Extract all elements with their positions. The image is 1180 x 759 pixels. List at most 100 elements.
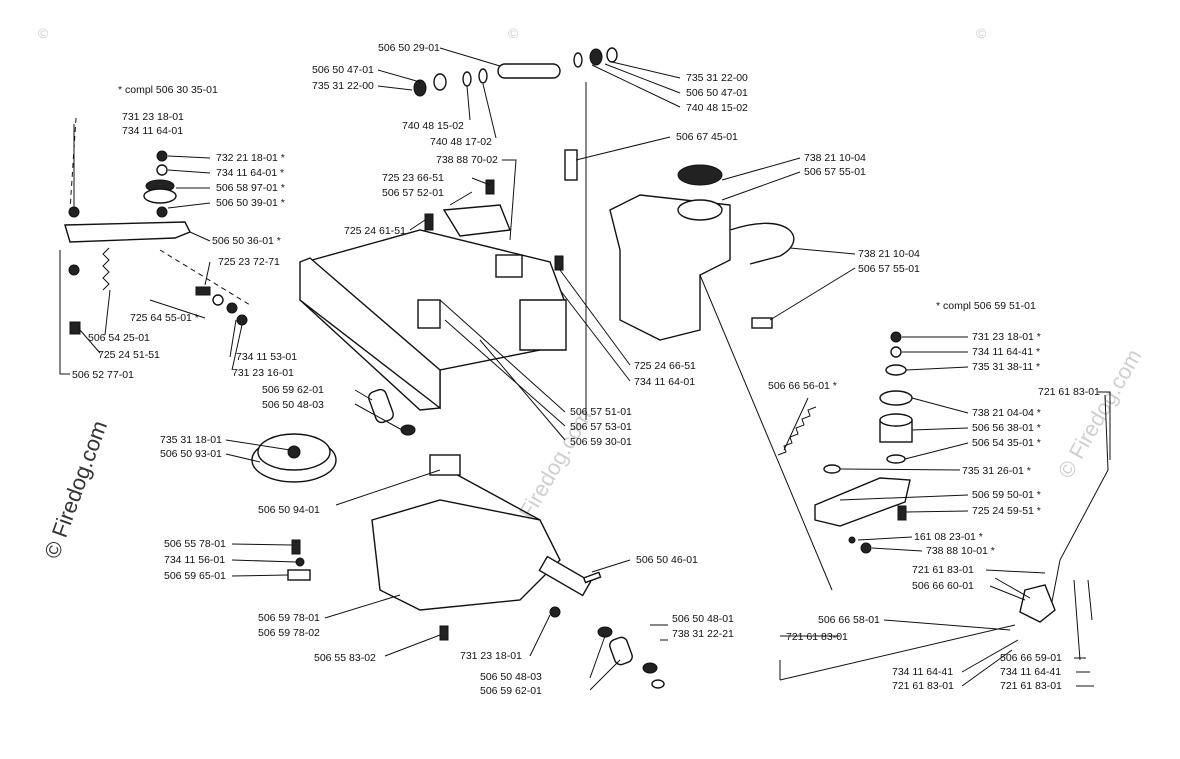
hex-bolt-icon [69, 321, 81, 335]
part-label: 506 50 93-01 [160, 448, 222, 460]
washer-icon [68, 264, 80, 276]
part-label: 506 66 60-01 [912, 580, 974, 592]
washer-icon [573, 52, 583, 68]
pulley-part [879, 413, 913, 427]
part-label: 506 50 36-01 * [212, 235, 281, 247]
part-label: 725 24 61-51 [344, 225, 406, 237]
washer-icon [597, 626, 613, 638]
coupling-part [429, 454, 461, 476]
hex-nut-icon [860, 542, 872, 554]
part-label: 740 48 17-02 [430, 136, 492, 148]
bracket-part [442, 204, 511, 237]
watermark-copyright-2: © [508, 25, 519, 41]
dashed-guide [69, 117, 77, 211]
pulley-icon [143, 188, 177, 204]
part-label: 506 57 53-01 [570, 421, 632, 433]
part-label: 734 11 64-41 [1000, 666, 1061, 678]
washer-icon [823, 464, 841, 474]
washer-icon [848, 536, 856, 544]
part-label: 721 61 83-01 [1038, 386, 1100, 398]
hex-bolt-icon [195, 286, 211, 296]
part-label: 506 59 65-01 [164, 570, 226, 582]
part-label: 506 59 30-01 [570, 436, 632, 448]
part-label: 734 11 64-01 [634, 376, 695, 388]
part-label: 725 64 55-01 * [130, 312, 199, 324]
part-label: 738 88 70-02 [436, 154, 498, 166]
part-label: 506 50 48-03 [262, 399, 324, 411]
part-label: 725 24 59-51 * [972, 505, 1041, 517]
part-label: 506 54 25-01 [88, 332, 150, 344]
washer-icon [478, 68, 488, 84]
part-label: 506 66 58-01 [818, 614, 880, 626]
part-label: 506 67 45-01 [676, 131, 738, 143]
block-part [495, 254, 523, 278]
pin-part [1087, 579, 1093, 621]
bearing-part [879, 390, 913, 406]
part-label: 506 59 78-01 [258, 612, 320, 624]
lever-arm-part [64, 221, 191, 243]
clip-part [751, 317, 773, 329]
part-label: 506 57 51-01 [570, 406, 632, 418]
frame-block [519, 299, 567, 351]
part-label: 731 23 18-01 [122, 111, 184, 123]
watermark-copyright-3: © [976, 25, 987, 41]
washer-icon [156, 206, 168, 218]
watermark-vertical-left: © Firedog.com [39, 417, 112, 561]
part-label: 506 54 35-01 * [972, 437, 1041, 449]
part-label: 161 08 23-01 * [914, 531, 983, 543]
clip-part [287, 569, 311, 581]
rod-part [1049, 394, 1109, 613]
part-label: 731 23 18-01 [460, 650, 522, 662]
part-label: 506 57 55-01 [804, 166, 866, 178]
part-label: 734 11 64-01 * [216, 167, 284, 179]
spacer-part [609, 636, 633, 666]
watermark-vertical-right: © Firedog.com [1053, 345, 1147, 483]
part-label: 738 88 10-01 * [926, 545, 995, 557]
part-label: 735 31 38-11 * [972, 361, 1040, 373]
washer-icon [642, 662, 658, 674]
part-label: 734 11 56-01 [164, 554, 225, 566]
washer-icon [462, 71, 472, 87]
shaft-part [497, 63, 561, 79]
part-label: 506 52 77-01 [72, 369, 134, 381]
part-label: 506 59 78-02 [258, 627, 320, 639]
part-label: 506 59 62-01 [262, 384, 324, 396]
part-label: 506 58 97-01 * [216, 182, 285, 194]
left-lever-assembly [64, 117, 251, 335]
hex-bolt-icon [291, 539, 301, 555]
bearing-part [677, 164, 723, 186]
washer-icon [400, 424, 416, 436]
pin-part [994, 577, 1031, 599]
part-label: 734 11 64-41 [892, 666, 953, 678]
washer-icon [413, 79, 427, 97]
part-label: 725 23 72-71 [218, 256, 280, 268]
hex-bolt-icon [897, 505, 907, 521]
long-rod-part [779, 624, 1016, 681]
part-label: 735 31 26-01 * [962, 465, 1031, 477]
part-label: 721 61 83-01 [786, 631, 848, 643]
part-labels: * compl 506 30 35-01 * compl 506 59 51-0… [72, 42, 1100, 697]
washer-icon [212, 294, 224, 306]
hex-nut-icon [890, 331, 902, 343]
part-label: 506 59 62-01 [480, 685, 542, 697]
bracket-plate-part [1019, 584, 1056, 623]
right-idler-assembly [699, 274, 1109, 681]
hex-bolt-icon [554, 255, 564, 271]
part-label: 734 11 53-01 [236, 351, 297, 363]
gearbox-body [371, 499, 561, 611]
housing-body [609, 194, 731, 341]
part-label: 721 61 83-01 [1000, 680, 1062, 692]
part-label: 506 55 83-02 [314, 652, 376, 664]
frame-side [299, 257, 441, 410]
washer-icon [651, 679, 665, 689]
part-label: 738 21 10-04 [804, 152, 866, 164]
part-label: 506 50 29-01 [378, 42, 440, 54]
part-label: 725 24 66-51 [634, 360, 696, 372]
part-label: 506 50 48-03 [480, 671, 542, 683]
clip-part [417, 299, 441, 329]
part-label: 735 31 18-01 [160, 434, 222, 446]
idler-arm-part [814, 477, 911, 527]
pin-part [1073, 579, 1081, 661]
hex-bolt-icon [424, 213, 434, 231]
